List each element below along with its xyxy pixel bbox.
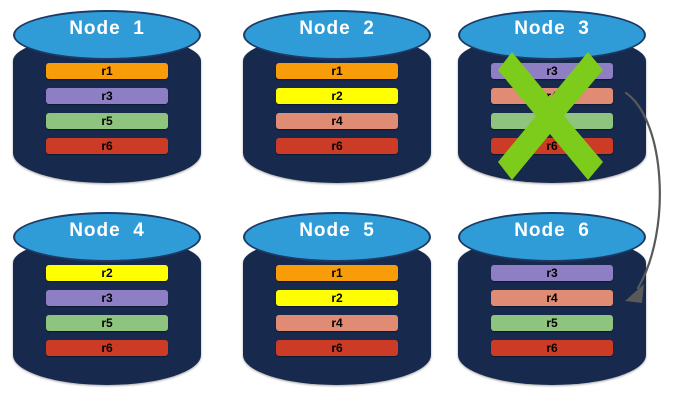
replica-bar[interactable]: r6 [276, 138, 398, 154]
replica-bar[interactable]: r5 [491, 315, 613, 331]
replica-list: r3 r4 r5 r6 [491, 63, 613, 154]
replica-bar[interactable]: r3 [491, 63, 613, 79]
replica-bar[interactable]: r3 [46, 88, 168, 104]
cylinder-top-ellipse [243, 212, 431, 262]
node-title: Node 5 [299, 220, 375, 241]
replica-bar[interactable]: r6 [491, 340, 613, 356]
replica-bar[interactable]: r1 [46, 63, 168, 79]
cylinder-top-ellipse [243, 10, 431, 60]
replica-bar[interactable]: r3 [491, 265, 613, 281]
replica-bar[interactable]: r2 [46, 265, 168, 281]
replica-bar[interactable]: r6 [46, 340, 168, 356]
node-cylinder-6[interactable]: Node 6 r3 r4 r5 r6 [458, 212, 646, 392]
replica-bar[interactable]: r1 [276, 63, 398, 79]
replica-bar[interactable]: r5 [46, 113, 168, 129]
cylinder-top-ellipse [13, 212, 201, 262]
node-title: Node 2 [299, 18, 375, 39]
replica-bar[interactable]: r5 [46, 315, 168, 331]
replica-bar[interactable]: r1 [276, 265, 398, 281]
replica-list: r1 r2 r4 r6 [276, 63, 398, 154]
replica-bar[interactable]: r4 [276, 113, 398, 129]
node-cylinder-1[interactable]: Node 1 r1 r3 r5 r6 [13, 10, 201, 190]
replica-list: r2 r3 r5 r6 [46, 265, 168, 356]
replica-list: r1 r3 r5 r6 [46, 63, 168, 154]
node-title: Node 1 [69, 18, 145, 39]
replica-bar[interactable]: r4 [491, 290, 613, 306]
replica-bar[interactable]: r2 [276, 88, 398, 104]
replica-list: r3 r4 r5 r6 [491, 265, 613, 356]
cylinder-top-ellipse [13, 10, 201, 60]
replica-bar[interactable]: r5 [491, 113, 613, 129]
node-cylinder-2[interactable]: Node 2 r1 r2 r4 r6 [243, 10, 431, 190]
replica-bar[interactable]: r3 [46, 290, 168, 306]
node-title: Node 4 [69, 220, 145, 241]
node-title: Node 6 [514, 220, 590, 241]
replica-bar[interactable]: r4 [276, 315, 398, 331]
node-cylinder-4[interactable]: Node 4 r2 r3 r5 r6 [13, 212, 201, 392]
replica-bar[interactable]: r2 [276, 290, 398, 306]
replica-bar[interactable]: r6 [491, 138, 613, 154]
replica-list: r1 r2 r4 r6 [276, 265, 398, 356]
node-cylinder-5[interactable]: Node 5 r1 r2 r4 r6 [243, 212, 431, 392]
replica-bar[interactable]: r6 [276, 340, 398, 356]
replica-bar[interactable]: r4 [491, 88, 613, 104]
replica-bar[interactable]: r6 [46, 138, 168, 154]
node-title: Node 3 [514, 18, 590, 39]
node-cylinder-3[interactable]: Node 3 r3 r4 r5 r6 [458, 10, 646, 190]
